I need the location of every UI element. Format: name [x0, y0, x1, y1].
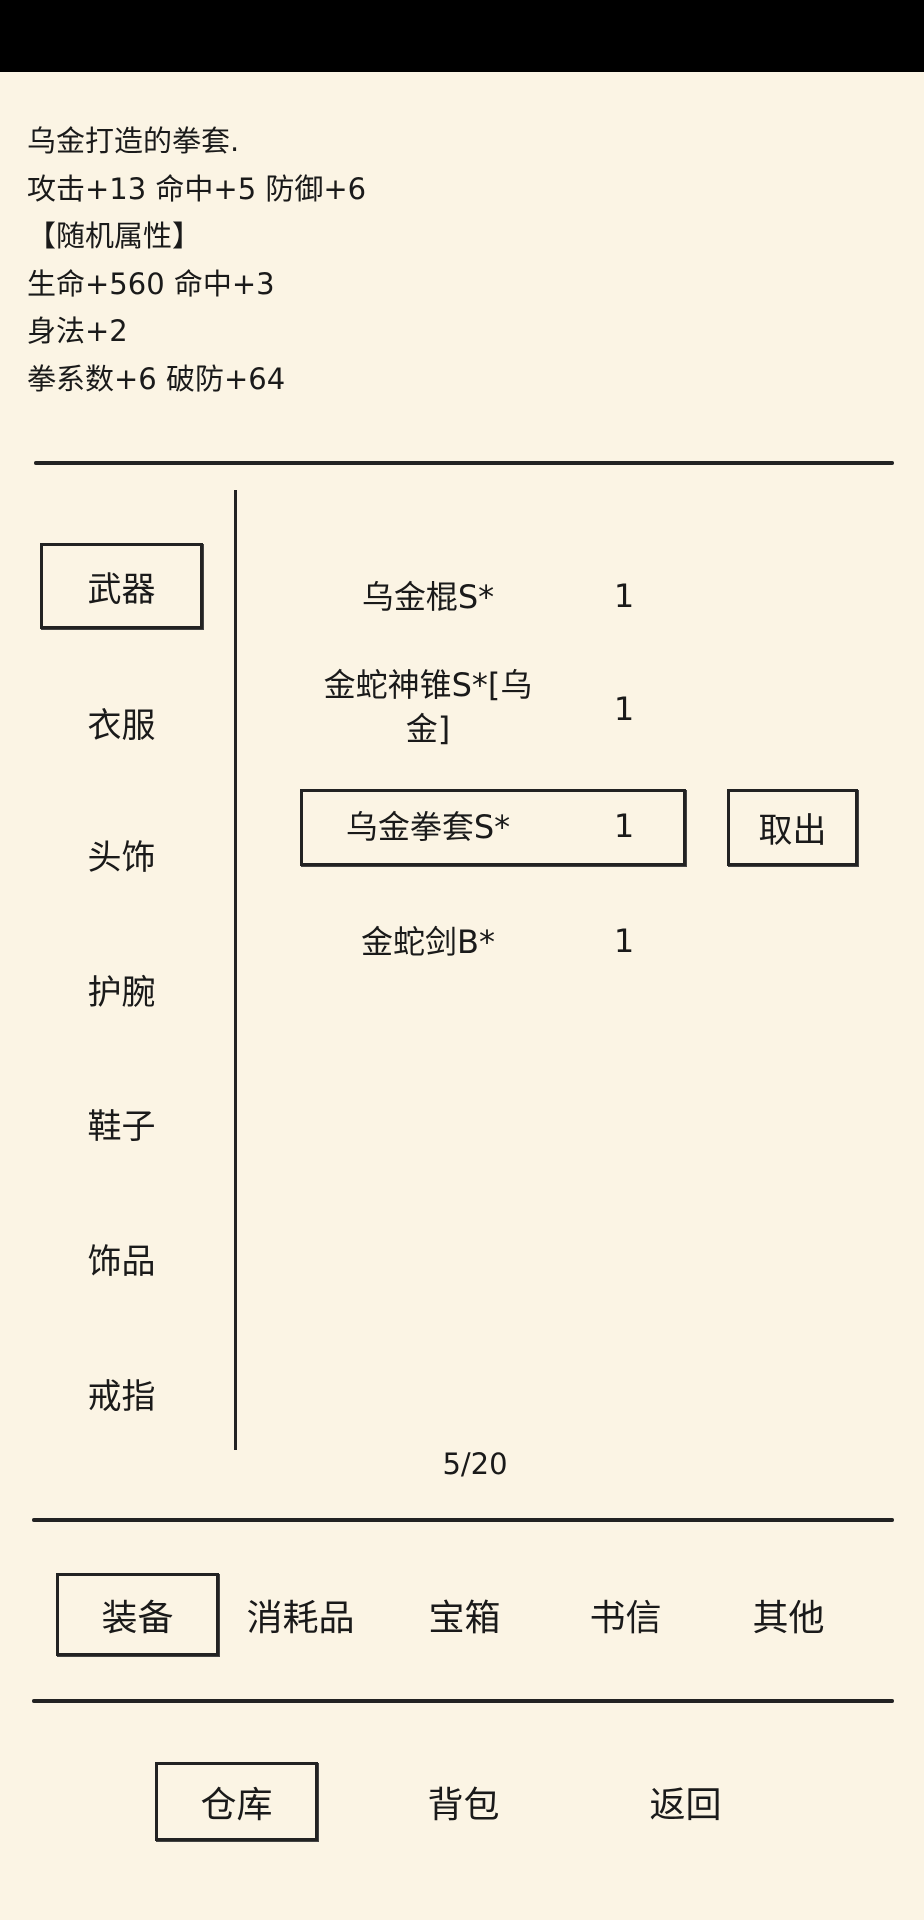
- status-bar: [0, 0, 924, 72]
- desc-line: 生命+560 命中+3: [27, 266, 275, 301]
- tab-label: 消耗品: [246, 1597, 355, 1639]
- desc-line: 【随机属性】: [27, 219, 202, 254]
- tab-equipment[interactable]: 装备: [56, 1573, 219, 1656]
- item-count: 1: [613, 807, 635, 845]
- desc-line: 拳系数+6 破防+64: [27, 361, 286, 396]
- category-shoes[interactable]: 鞋子: [40, 1080, 203, 1166]
- tab-label: 宝箱: [428, 1597, 501, 1639]
- category-label: 武器: [87, 569, 156, 610]
- tab-label: 书信: [589, 1597, 662, 1639]
- page-indicator: 5/20: [442, 1447, 508, 1481]
- desc-line: 乌金打造的拳套.: [27, 124, 240, 158]
- item-count: 1: [613, 690, 635, 728]
- tab-label: 装备: [101, 1597, 174, 1639]
- item-name: 金蛇神锥S*[乌金]: [323, 666, 533, 748]
- nav-warehouse[interactable]: 仓库: [155, 1762, 318, 1841]
- tab-consumables[interactable]: 消耗品: [219, 1573, 382, 1656]
- category-headwear[interactable]: 头饰: [40, 811, 203, 897]
- divider: [32, 1518, 894, 1522]
- tab-letters[interactable]: 书信: [544, 1573, 707, 1656]
- desc-line: 攻击+13 命中+5 防御+6: [27, 171, 367, 206]
- tab-other[interactable]: 其他: [707, 1573, 870, 1656]
- item-count: 1: [613, 577, 635, 615]
- nav-backpack[interactable]: 背包: [382, 1762, 545, 1841]
- nav-label: 仓库: [200, 1784, 273, 1826]
- divider: [234, 490, 237, 1450]
- category-ring[interactable]: 戒指: [40, 1350, 203, 1436]
- category-label: 饰品: [87, 1241, 156, 1282]
- item-description: 乌金打造的拳套. 攻击+13 命中+5 防御+6 【随机属性】 生命+560 命…: [27, 118, 366, 404]
- category-label: 鞋子: [87, 1106, 156, 1147]
- item-name: 乌金棍S*: [361, 578, 495, 616]
- desc-line: 身法+2: [27, 314, 128, 349]
- item-name: 金蛇剑B*: [361, 923, 495, 961]
- divider: [34, 461, 894, 465]
- tab-label: 其他: [752, 1597, 825, 1639]
- category-bracer[interactable]: 护腕: [40, 946, 203, 1032]
- category-weapon[interactable]: 武器: [40, 543, 203, 629]
- tab-chests[interactable]: 宝箱: [383, 1573, 546, 1656]
- category-label: 戒指: [87, 1376, 156, 1417]
- item-count: 1: [613, 922, 635, 960]
- nav-label: 返回: [649, 1784, 722, 1826]
- item-row-selected[interactable]: [300, 789, 686, 866]
- category-label: 衣服: [87, 705, 156, 746]
- category-clothes[interactable]: 衣服: [40, 679, 203, 765]
- nav-back[interactable]: 返回: [604, 1762, 767, 1841]
- item-name: 乌金拳套S*: [345, 808, 511, 846]
- nav-label: 背包: [427, 1784, 500, 1826]
- divider: [32, 1699, 894, 1703]
- take-out-button[interactable]: 取出: [727, 789, 858, 866]
- category-accessory[interactable]: 饰品: [40, 1215, 203, 1301]
- category-label: 头饰: [87, 837, 156, 878]
- category-label: 护腕: [87, 972, 156, 1013]
- take-out-label: 取出: [758, 811, 827, 851]
